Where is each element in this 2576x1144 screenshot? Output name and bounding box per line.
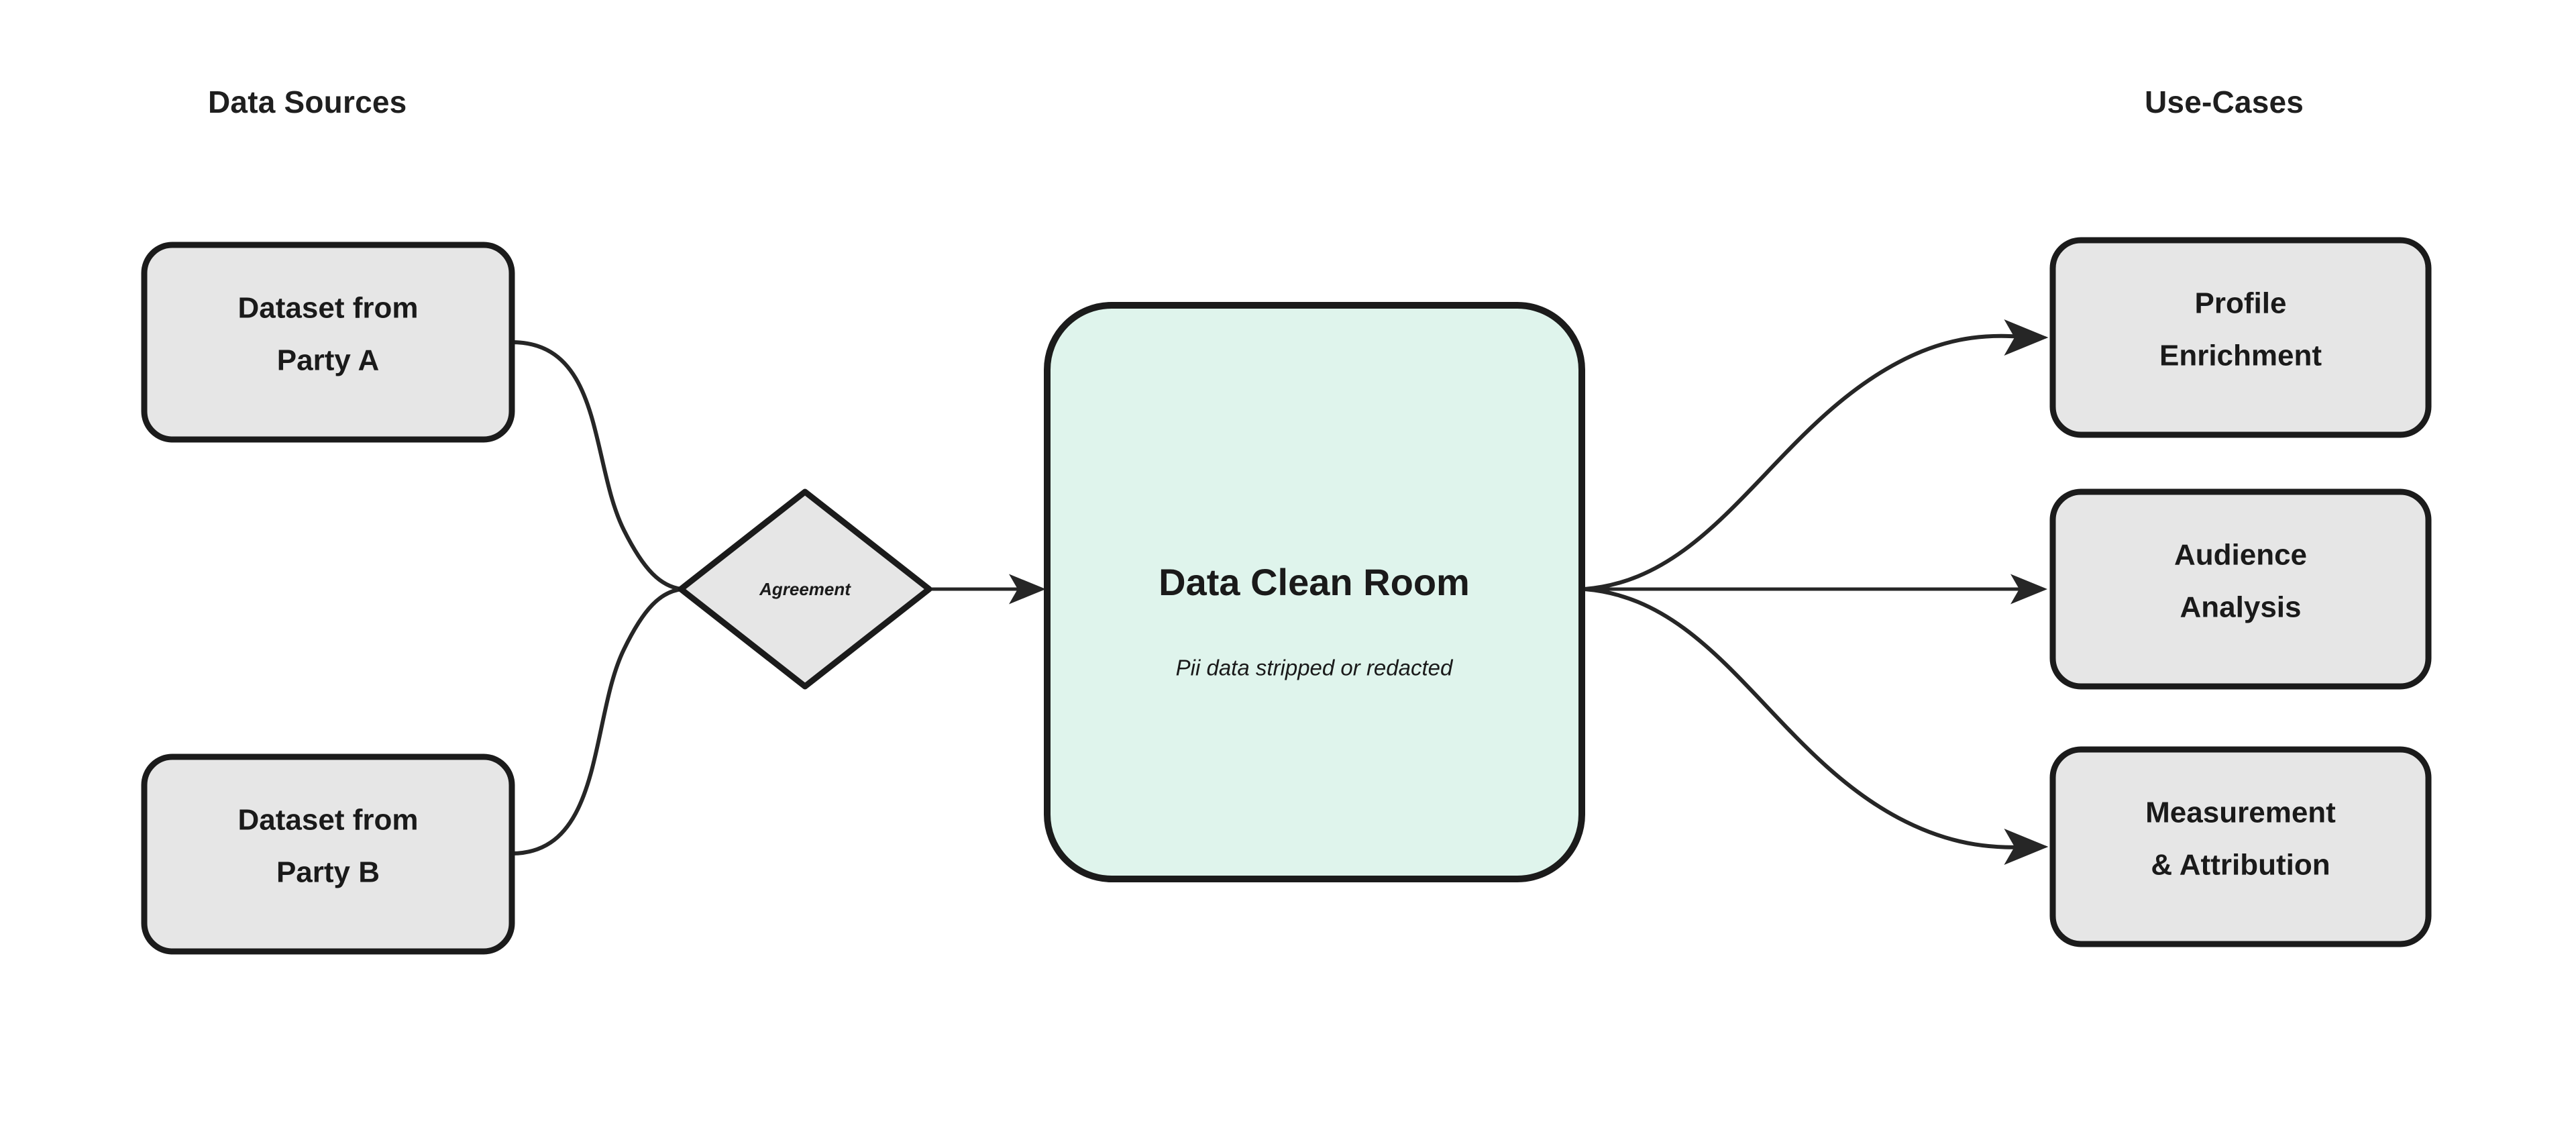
node-party-b[interactable]: Dataset from Party B <box>141 753 515 955</box>
edge-party-b-to-agreement <box>510 587 684 855</box>
node-profile-enrichment-label-line2: Enrichment <box>2159 340 2322 372</box>
node-party-b-label-line1: Dataset from <box>238 804 419 837</box>
node-agreement-shape[interactable] <box>678 488 932 690</box>
node-agreement-label: Agreement <box>759 579 851 599</box>
node-party-a[interactable]: Dataset from Party A <box>141 242 515 443</box>
node-audience-analysis-label-line2: Analysis <box>2180 591 2302 624</box>
node-clean-room-shape[interactable] <box>1044 302 1585 882</box>
edge-party-a-to-agreement <box>510 340 684 591</box>
node-party-a-shape[interactable] <box>141 242 515 443</box>
node-measurement-attribution-label-line1: Measurement <box>2145 796 2336 829</box>
node-measurement-attribution[interactable]: Measurement & Attribution <box>2049 746 2432 947</box>
node-party-a-label-line2: Party A <box>277 344 379 377</box>
node-agreement[interactable]: Agreement <box>678 488 932 690</box>
node-profile-enrichment-label-line1: Profile <box>2195 287 2287 320</box>
node-audience-analysis-label-line1: Audience <box>2174 539 2307 572</box>
edge-clean-room-to-profile-enrichment <box>1582 319 2049 591</box>
node-clean-room[interactable]: Data Clean Room Pii data stripped or red… <box>1044 302 1585 882</box>
node-measurement-attribution-shape[interactable] <box>2049 746 2432 947</box>
node-audience-analysis[interactable]: Audience Analysis <box>2049 488 2432 690</box>
node-clean-room-title: Data Clean Room <box>1159 561 1470 603</box>
edge-layer <box>510 319 2049 866</box>
node-clean-room-subtitle: Pii data stripped or redacted <box>1176 656 1454 680</box>
node-profile-enrichment[interactable]: Profile Enrichment <box>2049 237 2432 438</box>
node-party-b-label-line2: Party B <box>276 856 380 889</box>
node-audience-analysis-shape[interactable] <box>2049 488 2432 690</box>
column-header-use-cases: Use-Cases <box>2145 85 2304 119</box>
node-party-b-shape[interactable] <box>141 753 515 955</box>
edge-clean-room-to-measurement-attribution <box>1582 587 2049 866</box>
node-measurement-attribution-label-line2: & Attribution <box>2151 849 2330 882</box>
node-profile-enrichment-shape[interactable] <box>2049 237 2432 438</box>
column-header-data-sources: Data Sources <box>208 85 407 119</box>
node-party-a-label-line1: Dataset from <box>238 292 419 325</box>
